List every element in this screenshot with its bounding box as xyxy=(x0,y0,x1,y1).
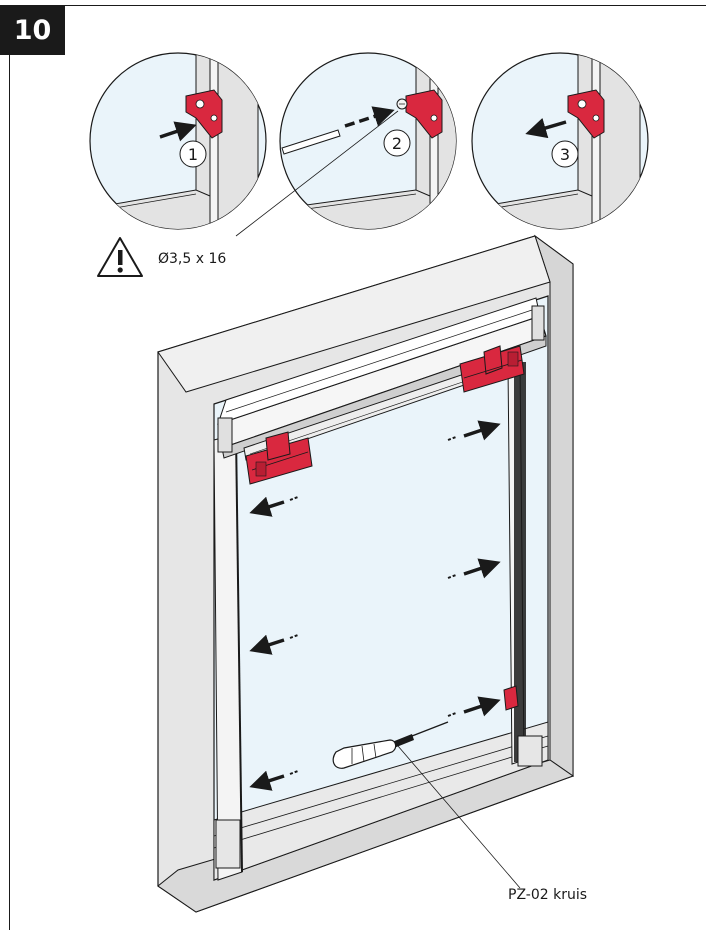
bracket-2 xyxy=(405,89,443,139)
detail-circle-3: 3 xyxy=(471,52,649,230)
bracket-3 xyxy=(567,89,605,139)
callout-circle-2 xyxy=(383,129,411,157)
remove-arrow xyxy=(525,117,567,139)
right-screw-arrows xyxy=(447,420,501,717)
screw-arrow xyxy=(344,106,395,128)
callout-number-2: 2 xyxy=(392,134,402,153)
left-bracket xyxy=(245,431,313,485)
screw-spec-label: Ø3,5 x 16 xyxy=(158,251,226,267)
callout-number-1: 1 xyxy=(188,145,198,164)
detail-circle-2: 2 xyxy=(279,52,457,230)
left-screw-arrows xyxy=(249,496,299,791)
insert-arrow xyxy=(159,121,197,142)
screwdriver xyxy=(332,721,449,769)
step-number-badge: 10 xyxy=(0,5,65,55)
callout-circle-3 xyxy=(551,140,579,168)
tool-label: PZ-02 kruis xyxy=(508,887,587,903)
page-border xyxy=(9,5,706,930)
window-assembly xyxy=(157,234,575,913)
right-bracket xyxy=(459,345,525,393)
screwdriver-tip xyxy=(281,129,341,155)
callout-number-3: 3 xyxy=(560,145,570,164)
lower-right-bracket xyxy=(503,685,519,711)
warning-icon xyxy=(97,237,143,277)
bracket-1 xyxy=(185,89,223,139)
screw-leader-line xyxy=(235,110,399,237)
callout-circle-1 xyxy=(179,140,207,168)
detail-circle-1: 1 xyxy=(89,52,267,230)
tool-leader-line xyxy=(397,745,521,889)
screw xyxy=(396,98,408,110)
